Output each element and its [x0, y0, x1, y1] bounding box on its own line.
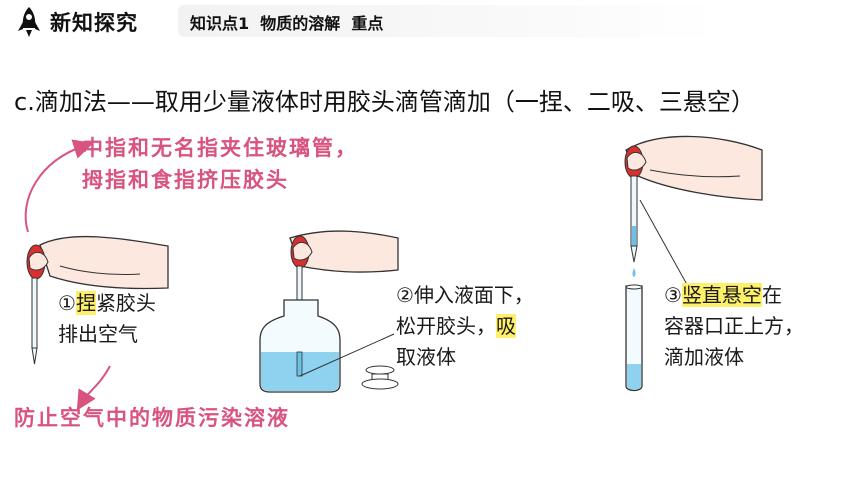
step3-number: ③	[664, 283, 682, 307]
step1-label: ①捏紧胶头 排出空气	[58, 288, 156, 350]
step3-line3: 滴加液体	[664, 345, 744, 369]
header-bar: 新知探究 知识点1 物质的溶解 重点	[0, 0, 860, 44]
step2-line2: 松开胶头，吸	[396, 311, 534, 342]
step2-line3: 取液体	[396, 345, 456, 369]
step2-label: ②伸入液面下， 松开胶头，吸 取液体	[396, 280, 534, 373]
step3-dropper-test-tube	[624, 135, 763, 392]
step1-line2: 排出空气	[58, 322, 138, 346]
annotation-prevent-contamination: 防止空气中的物质污染溶液	[14, 405, 290, 430]
topic-banner	[178, 5, 718, 37]
step1-highlight: 捏	[75, 291, 96, 315]
method-heading: c.滴加法——取用少量液体时用胶头滴管滴加（一捏、二吸、三悬空）	[14, 88, 755, 116]
step3-rest: 在	[761, 283, 782, 307]
step3-label: ③竖直悬空在 容器口正上方， 滴加液体	[664, 280, 804, 373]
step1-line1: ①捏紧胶头	[58, 288, 156, 319]
step2-highlight: 吸	[496, 314, 516, 338]
arrow-to-top-note	[24, 139, 94, 233]
step2-number: ②	[396, 283, 414, 307]
step1-hand-dropper	[26, 235, 169, 365]
step3-highlight: 竖直悬空	[681, 283, 762, 307]
topic-label: 知识点1 物质的溶解 重点	[190, 14, 384, 33]
section-title: 新知探究	[50, 11, 138, 35]
step2-bottle-dropper	[259, 230, 399, 393]
step3-line2: 容器口正上方，	[664, 314, 804, 338]
step2-line1: ②伸入液面下，	[396, 280, 534, 311]
step2-line1-text: 伸入液面下，	[413, 283, 534, 307]
step2-line2-text: 松开胶头，	[396, 314, 496, 338]
step1-rest: 紧胶头	[95, 291, 156, 315]
annotation-squeeze-bulb: 拇指和食指挤压胶头	[82, 167, 289, 192]
step1-number: ①	[58, 291, 76, 315]
step3-line1: ③竖直悬空在	[664, 280, 804, 311]
rocket-icon	[18, 7, 40, 37]
annotation-hold-fingers: 中指和无名指夹住玻璃管，	[82, 135, 358, 160]
arrow-to-bottom-note	[76, 365, 111, 411]
